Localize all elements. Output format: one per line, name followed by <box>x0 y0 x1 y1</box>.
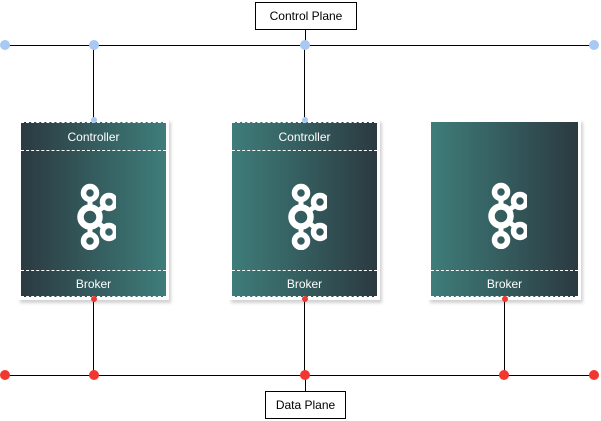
data-plane-line <box>5 375 594 376</box>
kafka-icon <box>72 180 116 250</box>
data-plane-junction-dot-node3 <box>499 370 509 380</box>
kafka-icon <box>483 179 527 249</box>
control-plane-junction-dot-node1 <box>89 40 99 50</box>
data-plane-label-text: Data Plane <box>275 398 336 412</box>
control-plane-endpoint-dot-left <box>0 40 10 50</box>
controller-label: Controller <box>278 129 331 144</box>
connector-line-to-data-label <box>305 375 306 391</box>
control-plane-endpoint-dot-right <box>589 40 599 50</box>
node-card-3: Broker <box>428 119 581 300</box>
broker-label: Broker <box>286 276 323 291</box>
control-plane-junction-dot-node2 <box>300 40 310 50</box>
node-3-broker-port-dot <box>502 296 508 302</box>
node-2-broker-section: Broker <box>232 270 377 296</box>
node-1-broker-section: Broker <box>21 270 166 296</box>
connector-line-to-node2-controller <box>304 45 305 119</box>
node-1-panel: Controller Broker <box>21 122 166 297</box>
node-card-2: Controller Broker <box>229 119 380 300</box>
data-plane-endpoint-dot-right <box>589 370 599 380</box>
node-card-1: Controller Broker <box>18 119 169 300</box>
connector-node2-broker-to-line <box>304 300 305 375</box>
data-plane-endpoint-dot-left <box>0 370 10 380</box>
kafka-icon <box>283 180 327 250</box>
connector-node1-broker-to-line <box>93 300 94 375</box>
control-plane-label: Control Plane <box>255 2 357 30</box>
connector-control-label-to-line <box>305 30 306 45</box>
node-3-panel: Broker <box>431 122 578 297</box>
connector-line-to-node1-controller <box>93 45 94 119</box>
node-2-broker-port-dot <box>302 296 308 302</box>
connector-node3-broker-to-line <box>504 300 505 375</box>
control-plane-label-text: Control Plane <box>269 9 343 23</box>
data-plane-junction-dot-node1 <box>89 370 99 380</box>
node-2-controller-section: Controller <box>232 123 377 151</box>
node-2-controller-port-dot <box>302 117 308 123</box>
broker-label: Broker <box>75 276 112 291</box>
data-plane-label: Data Plane <box>265 391 346 419</box>
node-1-controller-port-dot <box>91 117 97 123</box>
control-plane-line <box>5 45 594 46</box>
node-1-broker-port-dot <box>91 296 97 302</box>
data-plane-junction-dot-node2 <box>300 370 310 380</box>
node-1-controller-section: Controller <box>21 123 166 151</box>
node-2-panel: Controller Broker <box>232 122 377 297</box>
controller-label: Controller <box>67 129 120 144</box>
broker-label: Broker <box>486 276 523 291</box>
node-3-broker-section: Broker <box>431 270 578 296</box>
